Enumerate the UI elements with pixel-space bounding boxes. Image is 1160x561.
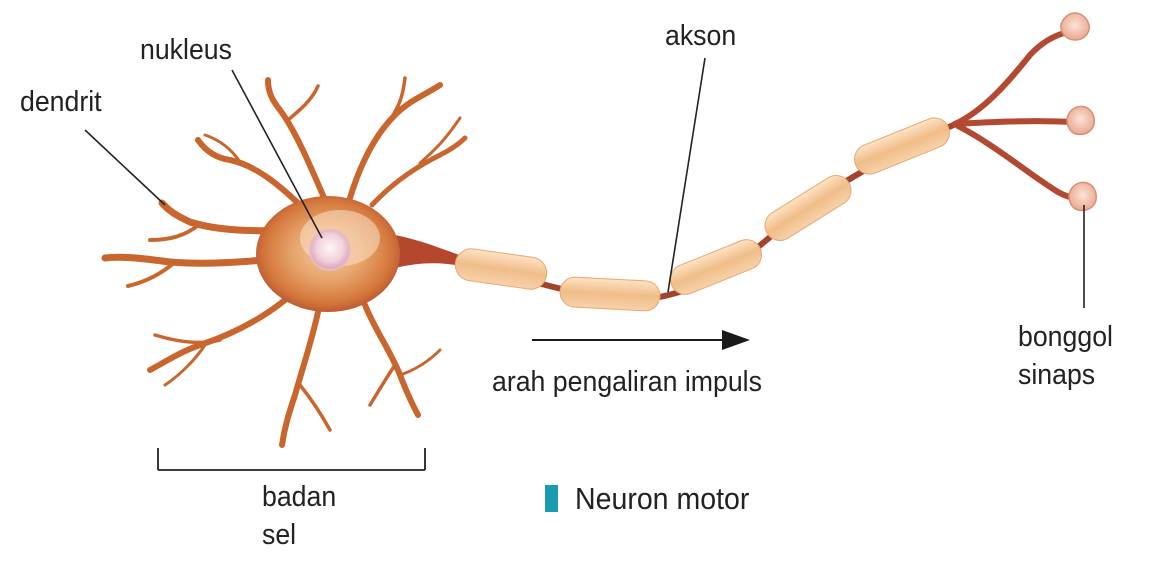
dendrite-branch xyxy=(282,312,318,445)
cell-body-label: badan sel xyxy=(262,478,336,554)
myelin-segment xyxy=(453,247,549,291)
axon-terminals xyxy=(955,32,1078,198)
synaptic-knob-label-line-2: sinaps xyxy=(1018,356,1113,394)
myelin-segment xyxy=(559,276,660,311)
dendrite-leader-line xyxy=(85,130,165,205)
cell-body-label-line-1: badan xyxy=(262,478,336,516)
myelin-segment xyxy=(759,170,856,246)
impulse-direction-arrow xyxy=(532,330,750,350)
dendrite-branch xyxy=(400,350,440,375)
myelin-segment xyxy=(666,235,766,299)
synaptic-knob-label-line-1: bonggol xyxy=(1018,318,1113,356)
axon-leader-line xyxy=(668,58,705,292)
dendrite-branch xyxy=(300,385,330,430)
terminal-branch xyxy=(955,32,1068,124)
dendrite-branch xyxy=(372,138,465,205)
axon-label: akson xyxy=(665,22,736,51)
nucleus-label: nukleus xyxy=(140,36,232,65)
myelin-sheaths xyxy=(453,113,954,311)
terminal-branch xyxy=(955,121,1072,124)
cell-body-label-line-2: sel xyxy=(262,516,336,554)
caption-marker xyxy=(545,485,558,512)
synaptic-knob xyxy=(1067,106,1094,134)
dendrite-label: dendrit xyxy=(20,88,102,117)
axon-hillock xyxy=(395,235,462,268)
terminal-branch xyxy=(958,126,1078,198)
impulse-direction-label: arah pengaliran impuls xyxy=(492,368,762,397)
synaptic-knob xyxy=(1061,13,1089,40)
caption-text: Neuron motor xyxy=(575,483,749,514)
nucleus-leader-line xyxy=(232,70,322,238)
dendrite-branch xyxy=(288,86,318,120)
synaptic-knobs xyxy=(1061,13,1096,210)
dendrite-branch xyxy=(150,300,285,370)
leader-lines xyxy=(85,58,1084,308)
dendrite-branch xyxy=(128,262,175,286)
synaptic-knob-label: bonggol sinaps xyxy=(1018,318,1113,394)
nucleus xyxy=(310,230,350,270)
figure-caption: Neuron motor xyxy=(545,483,765,514)
synaptic-knob xyxy=(1069,182,1096,210)
cell-body-bracket xyxy=(158,448,425,470)
myelin-segment xyxy=(850,113,954,178)
dendrite-branch xyxy=(370,365,395,405)
